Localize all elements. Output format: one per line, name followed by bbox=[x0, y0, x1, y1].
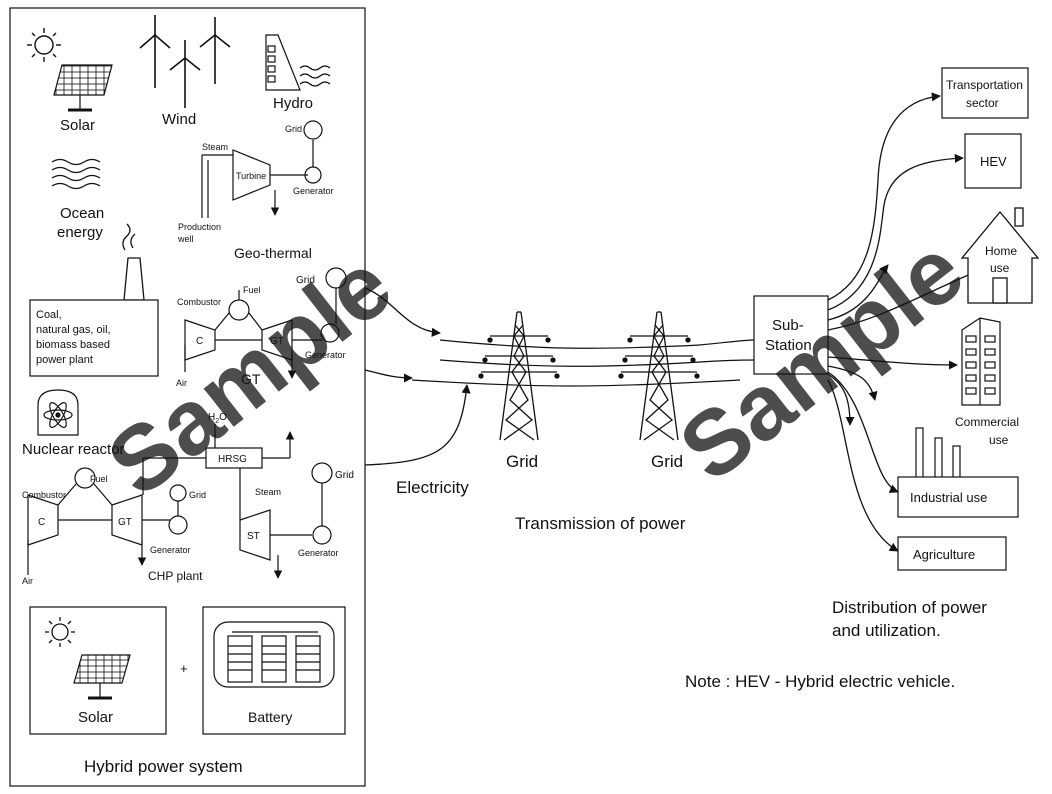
hybrid-plus-label: + bbox=[180, 661, 188, 676]
geothermal-system bbox=[201, 120, 323, 218]
chp-grid-right-label: Grid bbox=[335, 470, 354, 481]
geo-thermal-title: Geo-thermal bbox=[234, 245, 312, 261]
hev-note: Note : HEV - Hybrid electric vehicle. bbox=[685, 672, 955, 691]
hybrid-system-title: Hybrid power system bbox=[84, 757, 243, 776]
transport-label-line2: sector bbox=[966, 96, 999, 110]
chp-combustor-label: Combustor bbox=[22, 490, 66, 500]
chp-plant-title: CHP plant bbox=[148, 569, 203, 583]
chp-hrsg-label: HRSG bbox=[218, 454, 247, 465]
ocean-waves-icon bbox=[51, 158, 101, 190]
gt-grid-label: Grid bbox=[296, 275, 315, 286]
commercial-label-line1: Commercial bbox=[955, 415, 1019, 429]
gt-gt-label: GT bbox=[270, 336, 284, 347]
input-flow-arrows bbox=[364, 287, 471, 466]
geo-turbine-label: Turbine bbox=[236, 171, 266, 181]
chp-plant-system bbox=[27, 424, 333, 579]
chp-steam-label: Steam bbox=[255, 487, 281, 497]
hybrid-solar-panel-icon bbox=[73, 654, 131, 700]
gt-title: GT bbox=[241, 371, 261, 387]
chp-st-label: ST bbox=[247, 531, 260, 542]
house-icon bbox=[960, 207, 1040, 304]
solar-label: Solar bbox=[60, 117, 95, 134]
agriculture-label: Agriculture bbox=[913, 547, 975, 562]
industrial-label: Industrial use bbox=[910, 490, 987, 505]
commercial-building-icon bbox=[961, 317, 1001, 406]
wind-turbine-icon bbox=[139, 15, 231, 108]
grid-left-label: Grid bbox=[506, 452, 538, 471]
industrial-box bbox=[897, 476, 1019, 518]
substation-label-line2: Station bbox=[765, 337, 812, 354]
hybrid-battery-box bbox=[202, 606, 346, 735]
factory-chimneys-icon bbox=[915, 427, 961, 479]
geo-steam-label: Steam bbox=[202, 142, 228, 152]
gt-combustor-label: Combustor bbox=[177, 297, 221, 307]
coal-plant-line2: natural gas, oil, bbox=[36, 324, 111, 336]
coal-plant-line3: biomass based bbox=[36, 339, 110, 351]
transmission-title: Transmission of power bbox=[515, 514, 686, 533]
chp-c-label: C bbox=[38, 517, 45, 528]
wind-label: Wind bbox=[162, 111, 196, 128]
chp-grid-left-label: Grid bbox=[189, 490, 206, 500]
hybrid-solar-box bbox=[29, 606, 167, 735]
distribution-caption-line1: Distribution of power bbox=[832, 598, 987, 617]
hydro-dam-icon bbox=[265, 34, 331, 91]
gt-generator-label: Generator bbox=[305, 350, 346, 360]
transmission-lines bbox=[411, 339, 755, 387]
gt-air-label: Air bbox=[176, 378, 187, 388]
coal-plant-line1: Coal, bbox=[36, 309, 62, 321]
chp-generator-right-label: Generator bbox=[298, 548, 339, 558]
sun-icon bbox=[27, 28, 61, 62]
coal-plant-line4: power plant bbox=[36, 354, 93, 366]
hybrid-battery-label: Battery bbox=[248, 709, 292, 725]
gas-turbine-system bbox=[184, 267, 347, 379]
chp-h2o-label: H2O bbox=[208, 412, 227, 425]
chp-generator-left-label: Generator bbox=[150, 545, 191, 555]
transmission-tower-left-icon bbox=[478, 311, 560, 441]
chp-fuel-label: Fuel bbox=[90, 474, 108, 484]
ocean-label-line2: energy bbox=[57, 224, 103, 241]
agriculture-box bbox=[897, 536, 1007, 571]
gt-c-label: C bbox=[196, 336, 203, 347]
hev-box bbox=[964, 133, 1022, 189]
battery-pack-icon bbox=[213, 621, 335, 688]
hev-label: HEV bbox=[980, 154, 1007, 169]
nuclear-label: Nuclear reactor bbox=[22, 441, 125, 458]
home-label-line1: Home bbox=[985, 244, 1017, 258]
home-label-line2: use bbox=[990, 261, 1010, 275]
solar-panel-icon bbox=[53, 64, 113, 112]
distribution-arrows bbox=[827, 92, 981, 552]
ocean-label-line1: Ocean bbox=[60, 205, 104, 222]
coal-plant-box bbox=[29, 299, 159, 377]
geo-generator-label: Generator bbox=[293, 186, 334, 196]
watermark-right: Sample bbox=[662, 219, 983, 501]
substation-label-line1: Sub- bbox=[772, 317, 804, 334]
geo-grid-label: Grid bbox=[285, 124, 302, 134]
geo-production-line1: Production bbox=[178, 222, 221, 232]
geo-production-line2: well bbox=[177, 234, 194, 244]
grid-right-label: Grid bbox=[651, 452, 683, 471]
generation-panel bbox=[9, 7, 366, 787]
hybrid-sun-icon bbox=[45, 617, 75, 647]
smokestack-icon bbox=[122, 223, 145, 301]
hybrid-solar-label: Solar bbox=[78, 709, 113, 726]
chp-gt-label: GT bbox=[118, 517, 132, 528]
hydro-label: Hydro bbox=[273, 95, 313, 112]
transport-box bbox=[941, 67, 1029, 119]
substation-box bbox=[753, 295, 829, 375]
transport-label-line1: Transportation bbox=[946, 78, 1023, 92]
transmission-tower-right-icon bbox=[618, 311, 700, 441]
commercial-label-line2: use bbox=[989, 433, 1009, 447]
chp-air-label: Air bbox=[22, 576, 33, 586]
nuclear-reactor-icon bbox=[37, 389, 79, 436]
electricity-label: Electricity bbox=[396, 478, 469, 497]
gt-fuel-label: Fuel bbox=[243, 285, 261, 295]
distribution-caption-line2: and utilization. bbox=[832, 621, 941, 640]
